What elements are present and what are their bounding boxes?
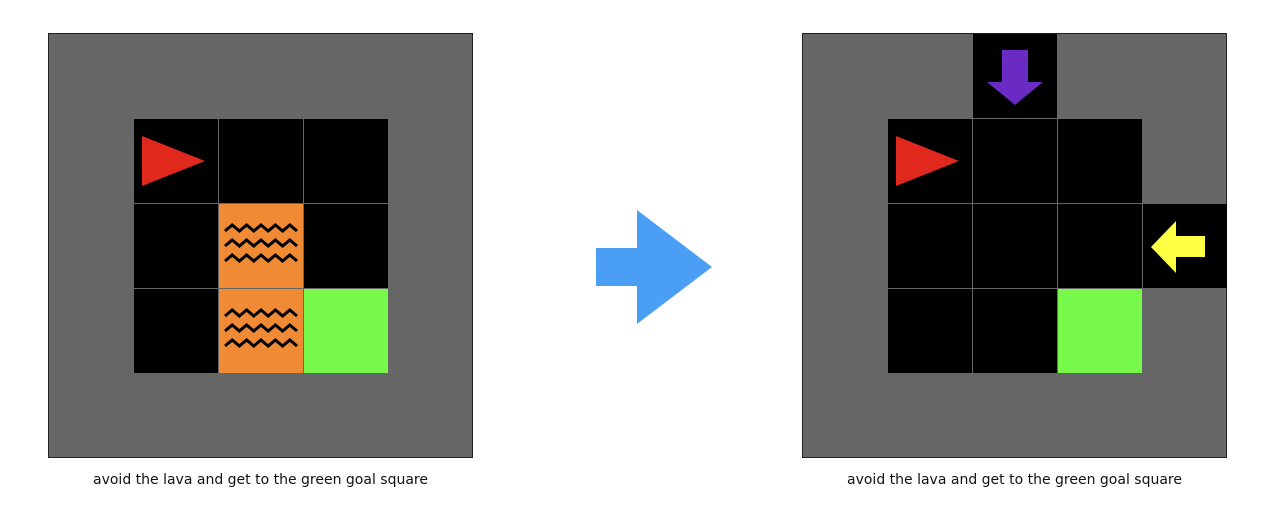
yellow-agent-left-arrow-icon: [1151, 221, 1205, 273]
right-tile-floor: [973, 34, 1057, 118]
left-tile-floor: [219, 119, 303, 203]
purple-agent-arrow: [987, 50, 1043, 105]
lava-wave-line: [224, 223, 298, 233]
transition-arrow-icon: [596, 210, 712, 324]
right-tile-floor: [973, 119, 1057, 203]
red-agent-triangle: [896, 136, 959, 186]
lava-wave-line: [224, 308, 298, 318]
red-agent-triangle: [142, 136, 205, 186]
red-agent-icon: [896, 136, 959, 186]
left-caption: avoid the lava and get to the green goal…: [93, 472, 428, 488]
right-caption: avoid the lava and get to the green goal…: [847, 472, 1182, 488]
lava-wave-line: [224, 253, 298, 263]
left-goal-tile: [304, 289, 388, 373]
right-goal-tile: [1058, 289, 1142, 373]
purple-agent-down-arrow-icon: [987, 50, 1043, 105]
red-agent-icon: [142, 136, 205, 186]
transition-arrow-shape: [596, 210, 712, 324]
right-tile-floor: [1058, 119, 1142, 203]
lava-waves-icon: [224, 223, 298, 263]
lava-wave-line: [224, 238, 298, 248]
left-tile-floor: [304, 119, 388, 203]
right-gridworld-panel: [802, 33, 1227, 458]
lava-waves-icon: [224, 308, 298, 348]
left-tile-lava: [219, 289, 303, 373]
right-tile-floor: [973, 289, 1057, 373]
left-tile-floor: [304, 204, 388, 288]
right-tile-floor: [888, 119, 972, 203]
left-gridworld-panel: [48, 33, 473, 458]
left-tile-floor: [134, 119, 218, 203]
right-tile-floor: [888, 204, 972, 288]
right-tile-floor: [1058, 204, 1142, 288]
left-tile-floor: [134, 289, 218, 373]
lava-wave-line: [224, 338, 298, 348]
right-tile-floor: [888, 289, 972, 373]
right-tile-floor: [973, 204, 1057, 288]
left-tile-floor: [134, 204, 218, 288]
lava-wave-line: [224, 323, 298, 333]
right-tile-floor: [1143, 204, 1227, 288]
left-tile-lava: [219, 204, 303, 288]
yellow-agent-arrow: [1151, 221, 1205, 273]
